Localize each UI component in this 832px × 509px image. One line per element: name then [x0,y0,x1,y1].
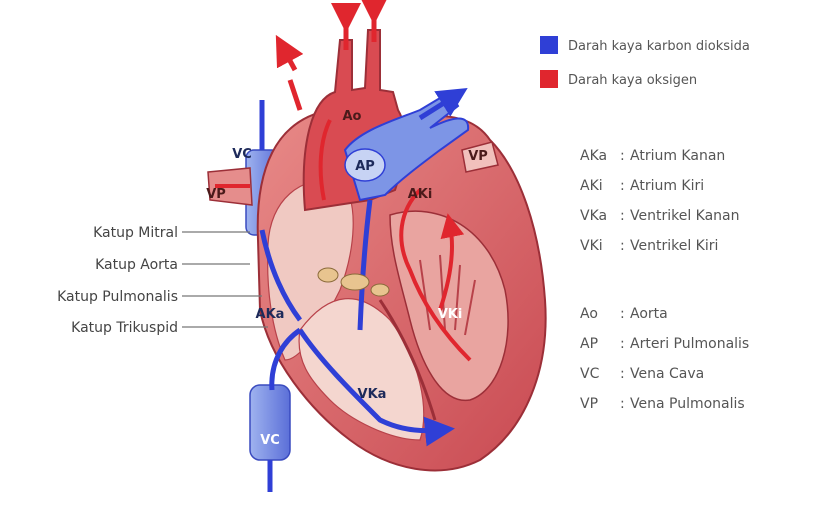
abbr-sep: : [620,366,625,382]
abbr-sep: : [620,396,625,412]
label-vp-right: VP [468,149,488,164]
label-aki: AKi [408,187,433,202]
label-ap: AP [355,159,375,174]
label-katup-pulmonalis: Katup Pulmonalis [57,289,178,305]
label-vp-left: VP [206,187,226,202]
label-katup-mitral: Katup Mitral [93,225,178,241]
abbr-meaning: Vena Pulmonalis [630,396,745,412]
abbr-sep: : [620,208,625,224]
abbr-sep: : [620,148,625,164]
abbr-meaning: Ventrikel Kanan [630,208,740,224]
abbr-code: Ao [580,306,598,322]
abbr-meaning: Atrium Kiri [630,178,704,194]
abbr-sep: : [620,306,625,322]
label-katup-trikuspid: Katup Trikuspid [71,320,178,336]
abbr-meaning: Arteri Pulmonalis [630,336,749,352]
label-vki: VKi [438,307,463,322]
abbr-sep: : [620,238,625,254]
label-vc-top: VC [232,147,252,162]
label-vc-bottom: VC [260,433,280,448]
abbr-code: AKa [580,148,607,164]
abbr-meaning: Aorta [630,306,668,322]
abbr-code: VKa [580,208,607,224]
abbr-sep: : [620,336,625,352]
legend: Darah kaya karbon dioksida Darah kaya ok… [540,36,750,88]
legend-label-oxygen: Darah kaya oksigen [568,73,697,88]
abbr-code: VP [580,396,598,412]
label-aka: AKa [256,307,285,322]
abbr-sep: : [620,178,625,194]
abbreviation-key: AKa : Atrium Kanan AKi : Atrium Kiri VKa… [580,148,749,412]
label-katup-aorta: Katup Aorta [95,257,178,273]
legend-swatch-oxygen [540,70,558,88]
label-vka: VKa [358,387,387,402]
abbr-code: VC [580,366,600,382]
label-ao: Ao [343,109,362,124]
abbr-meaning: Atrium Kanan [630,148,725,164]
legend-swatch-co2 [540,36,558,54]
abbr-code: AKi [580,178,603,194]
abbr-meaning: Vena Cava [630,366,704,382]
abbr-code: VKi [580,238,603,254]
abbr-code: AP [580,336,598,352]
abbr-meaning: Ventrikel Kiri [630,238,718,254]
legend-label-co2: Darah kaya karbon dioksida [568,39,750,54]
